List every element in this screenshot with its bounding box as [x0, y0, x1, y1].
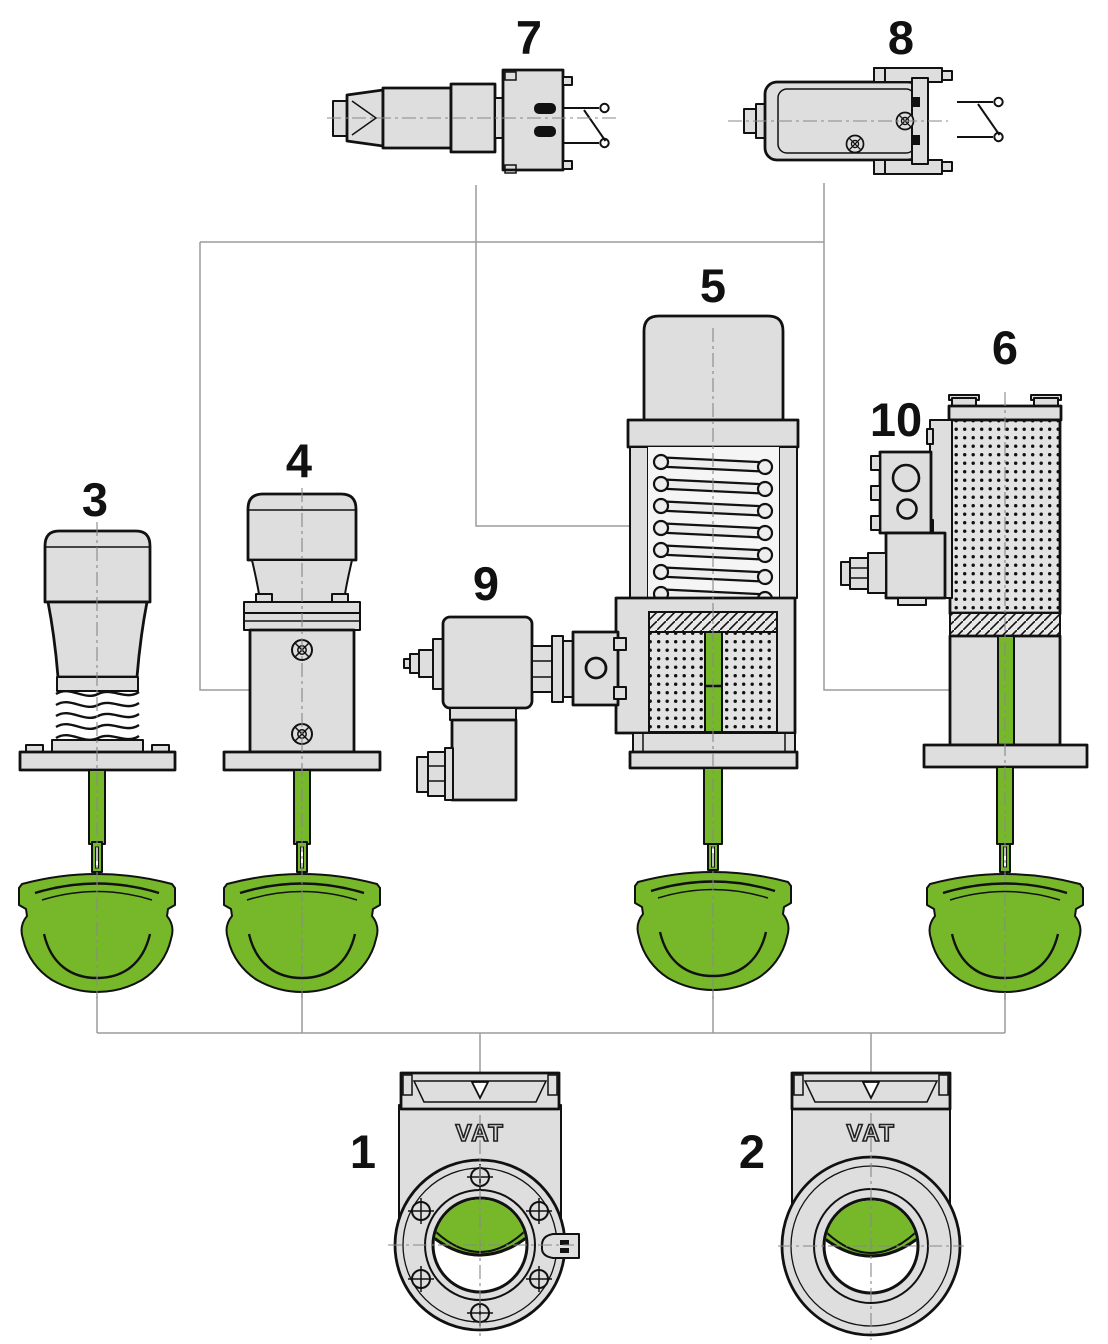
position-indicator-7 [332, 68, 610, 174]
label-7: 7 [516, 11, 542, 64]
valve-stem [997, 635, 1015, 746]
label-3: 3 [82, 473, 108, 526]
valve-body-1: VAT [393, 1071, 580, 1332]
label-10: 10 [870, 393, 922, 446]
label-6: 6 [992, 321, 1018, 374]
vat-logo: VAT [456, 1120, 505, 1147]
label-9: 9 [473, 557, 499, 610]
position-indicator-8 [743, 67, 1004, 175]
solenoid-valve-10 [840, 419, 953, 606]
label-5: 5 [700, 259, 726, 312]
bolt-holes [408, 1164, 552, 1326]
item-labels: 1 2 3 4 5 6 7 8 9 10 [82, 11, 1018, 1178]
cable-gland [416, 756, 429, 793]
actuator-5-pneumatic-spring [614, 314, 800, 992]
vat-logo: VAT [847, 1120, 896, 1147]
centerlines [96, 117, 1006, 1340]
flow-direction-triangle [861, 1081, 881, 1101]
flow-direction-triangle [470, 1081, 490, 1101]
label-8: 8 [888, 11, 914, 64]
label-2: 2 [739, 1125, 765, 1178]
label-4: 4 [286, 434, 312, 487]
solenoid-valve-9 [403, 615, 627, 802]
switch-symbol-7 [562, 102, 610, 149]
cable-gland [840, 561, 851, 586]
label-1: 1 [350, 1125, 376, 1178]
switch-symbol-8 [956, 96, 1004, 143]
screw-icon [845, 134, 865, 154]
size-tab [540, 1233, 580, 1259]
connector-lines [96, 183, 1006, 1074]
